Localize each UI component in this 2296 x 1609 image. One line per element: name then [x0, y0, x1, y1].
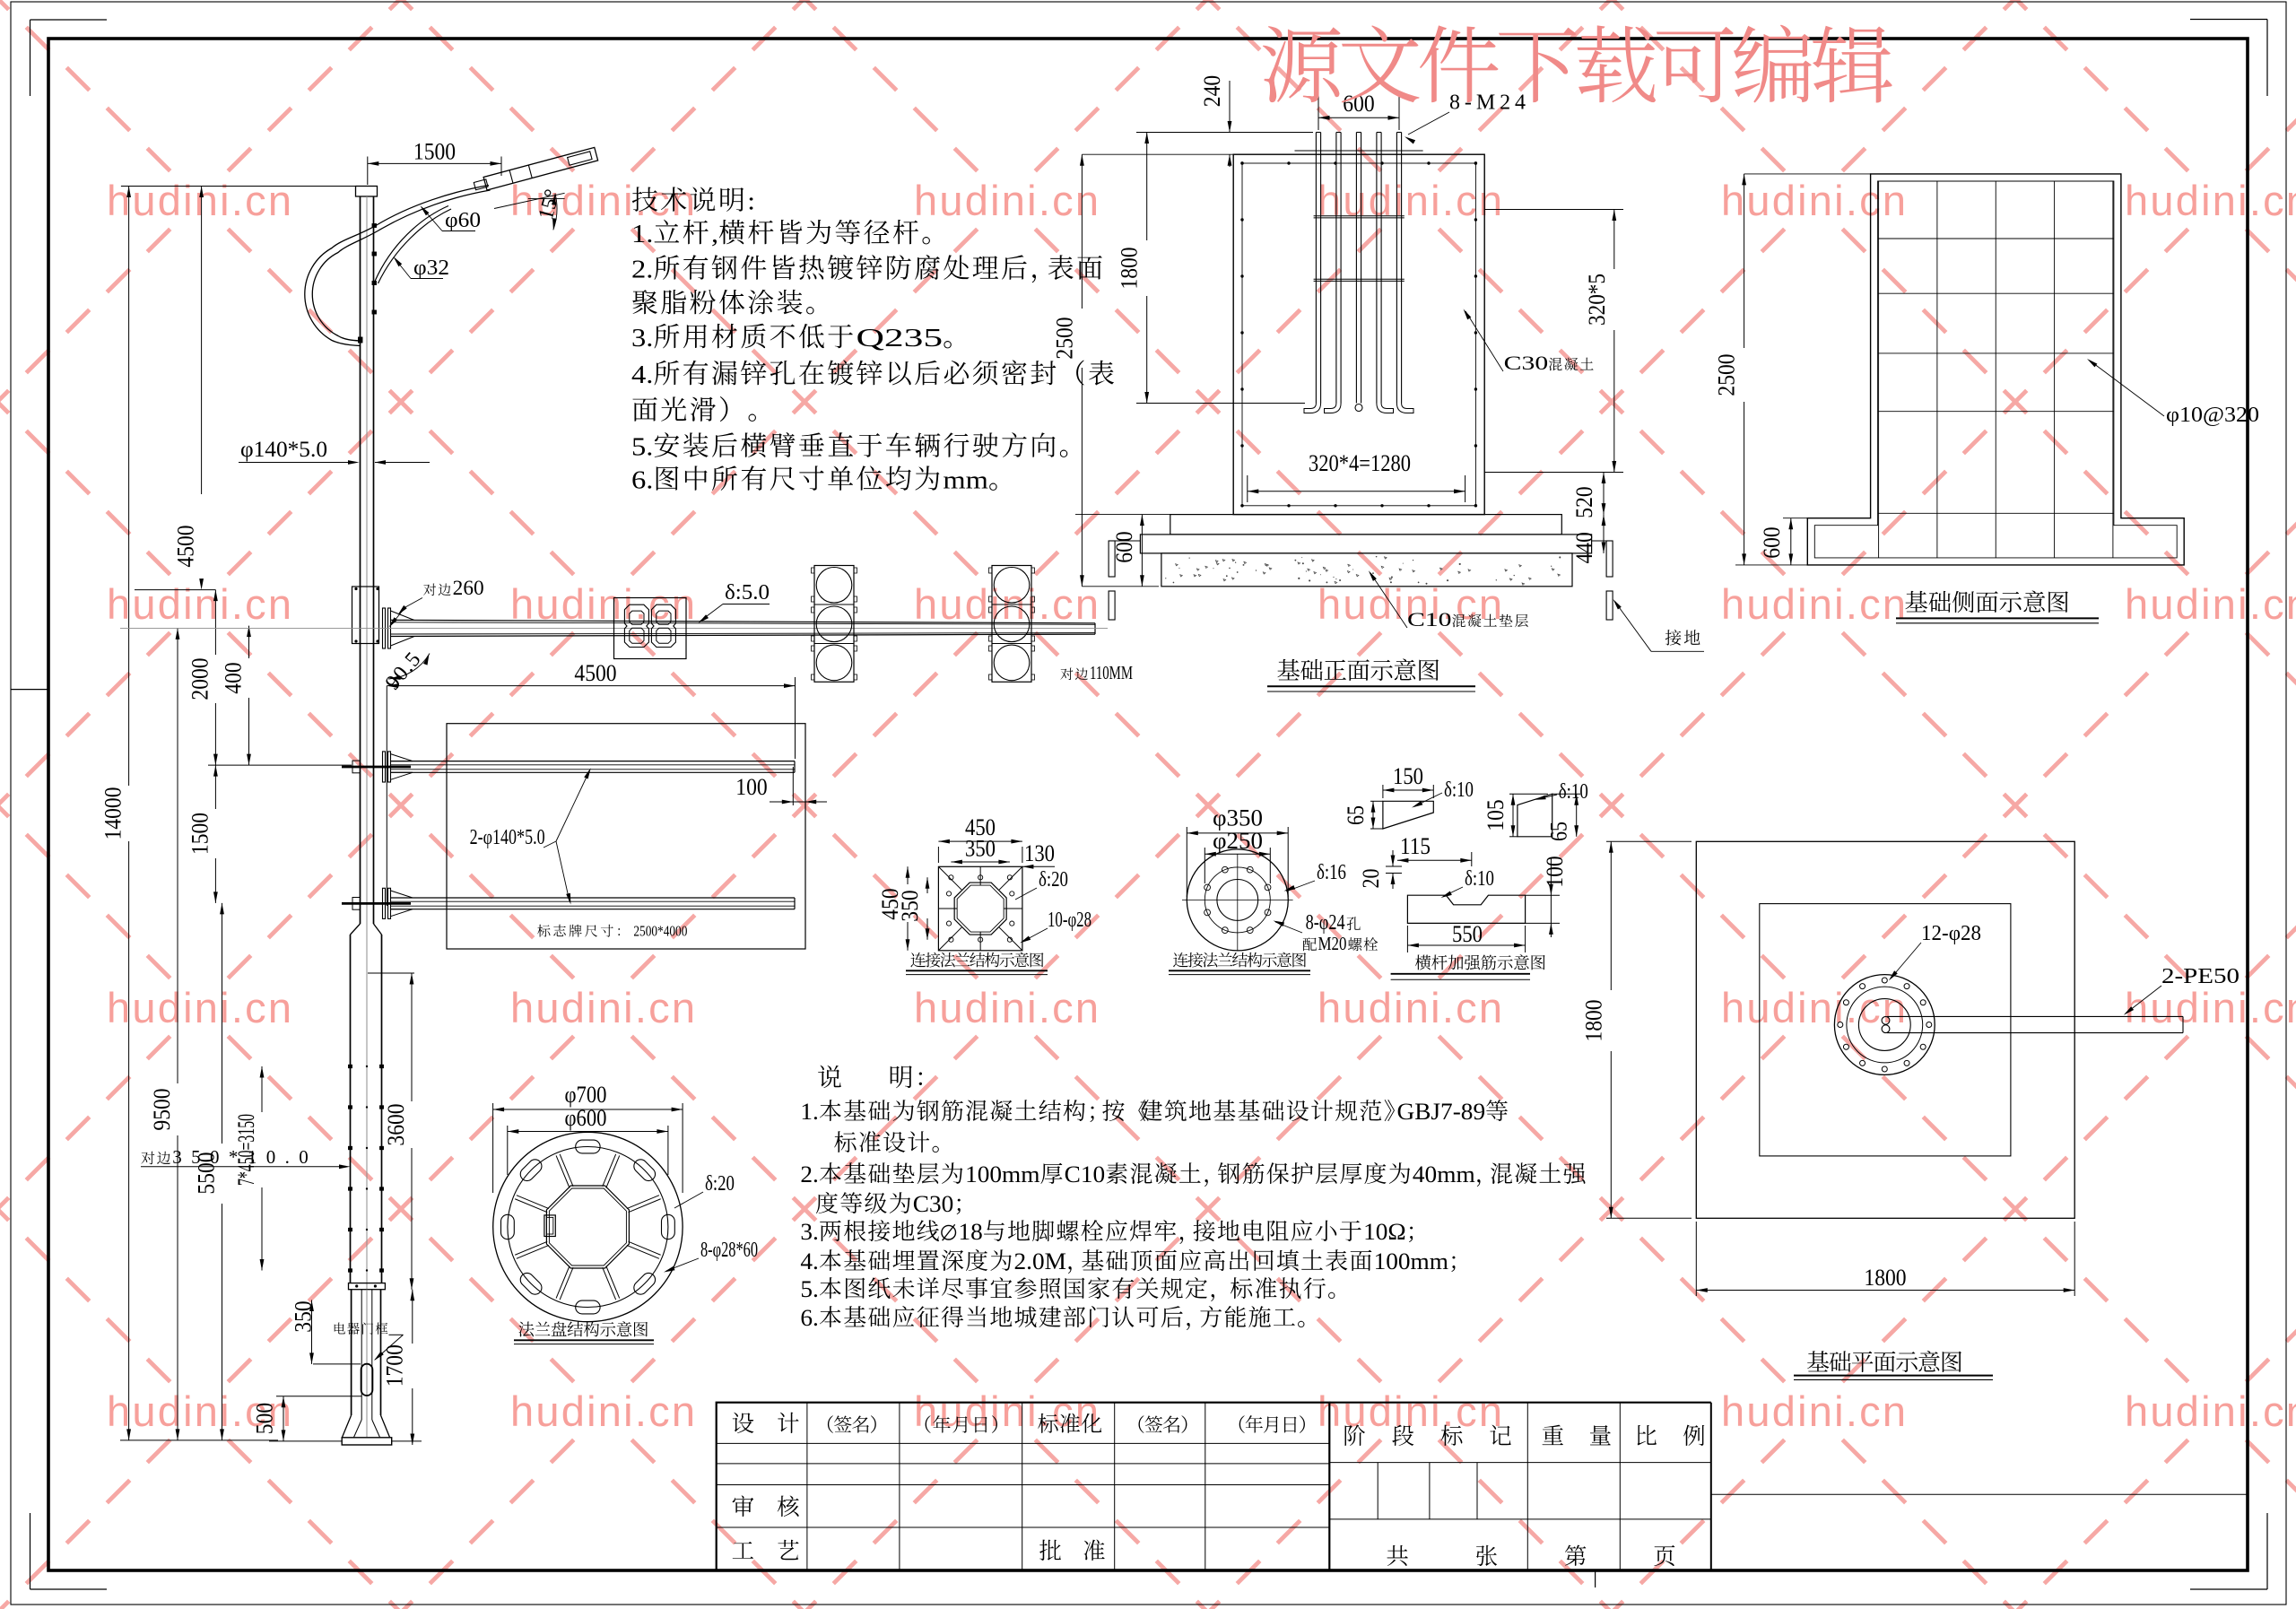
svg-text:2-PE50: 2-PE50	[2161, 965, 2239, 988]
svg-text:5500: 5500	[194, 1152, 220, 1194]
svg-text:450: 450	[965, 814, 996, 840]
svg-text:350: 350	[291, 1300, 317, 1332]
svg-text:2500: 2500	[1714, 353, 1740, 396]
svg-text:1.: 1.	[631, 220, 653, 248]
svg-text:1800: 1800	[1580, 999, 1606, 1041]
svg-text:5.: 5.	[631, 433, 653, 462]
svg-text:6.: 6.	[800, 1305, 819, 1331]
svg-text:φ10@320: φ10@320	[2166, 404, 2259, 427]
svg-text:δ:5.0: δ:5.0	[725, 581, 770, 604]
svg-text:260: 260	[453, 577, 484, 599]
svg-text:Q235: Q235	[857, 324, 944, 352]
svg-text:4.: 4.	[631, 361, 653, 389]
svg-text:4.: 4.	[800, 1248, 819, 1274]
svg-text:2.: 2.	[631, 256, 653, 284]
svg-text:3.: 3.	[631, 324, 653, 352]
svg-text:4500: 4500	[574, 660, 616, 686]
svg-text:φ250: φ250	[1213, 828, 1263, 854]
svg-text:1700: 1700	[382, 1344, 408, 1387]
svg-text:110MM: 110MM	[1090, 662, 1133, 683]
svg-text:3.: 3.	[800, 1219, 819, 1245]
svg-text:65: 65	[1343, 805, 1369, 825]
svg-text:100mm: 100mm	[965, 1161, 1039, 1187]
svg-text:100: 100	[735, 774, 767, 800]
svg-text:2-φ140*5.0: 2-φ140*5.0	[470, 826, 545, 849]
svg-text:C10: C10	[1407, 608, 1452, 631]
svg-text:12-φ28: 12-φ28	[1921, 922, 1981, 945]
svg-text:10-φ28: 10-φ28	[1048, 909, 1091, 932]
svg-text:450: 450	[877, 888, 903, 919]
svg-text:φ140*5.0: φ140*5.0	[240, 438, 327, 462]
svg-text:150: 150	[1393, 763, 1423, 789]
svg-text:100: 100	[1542, 856, 1568, 887]
svg-text::: :	[747, 187, 755, 216]
svg-text:δ:16: δ:16	[1317, 861, 1346, 884]
svg-text:1500: 1500	[187, 813, 213, 855]
svg-text:5.: 5.	[800, 1276, 819, 1302]
svg-text:δ:20: δ:20	[1039, 868, 1068, 891]
svg-text:2.0M: 2.0M	[1014, 1248, 1066, 1274]
svg-text:δ:10: δ:10	[1444, 778, 1474, 802]
svg-text:C10: C10	[1065, 1161, 1106, 1187]
svg-text:δ:10: δ:10	[1465, 867, 1494, 891]
svg-text:320*4=1280: 320*4=1280	[1309, 450, 1411, 476]
svg-text:115: 115	[1400, 833, 1431, 859]
svg-text:2.: 2.	[800, 1161, 819, 1187]
svg-text:mm: mm	[943, 466, 988, 495]
svg-text:8-M24: 8-M24	[1449, 91, 1530, 115]
svg-text:C30: C30	[1504, 352, 1549, 374]
svg-text:6.: 6.	[631, 466, 653, 495]
svg-text:20: 20	[1358, 869, 1384, 889]
svg-text:240: 240	[1199, 75, 1225, 107]
svg-text:φ350: φ350	[1213, 805, 1263, 831]
svg-text:400: 400	[221, 662, 247, 693]
svg-text:320*5: 320*5	[1584, 274, 1610, 326]
svg-text:δ:10: δ:10	[1559, 780, 1588, 804]
svg-text:φ700: φ700	[565, 1082, 607, 1108]
svg-text:500: 500	[252, 1403, 278, 1434]
svg-text:3600: 3600	[383, 1103, 409, 1145]
svg-text:600: 600	[1759, 526, 1785, 558]
svg-text:18: 18	[959, 1219, 983, 1245]
svg-text:14000: 14000	[100, 787, 126, 840]
svg-text:φ600: φ600	[565, 1105, 607, 1131]
svg-text:M20: M20	[1318, 933, 1347, 954]
svg-text:350: 350	[897, 890, 923, 921]
svg-text:,: ,	[711, 220, 718, 248]
svg-text:520: 520	[1571, 486, 1597, 517]
svg-text:C30: C30	[913, 1191, 954, 1217]
svg-text:2500*4000: 2500*4000	[633, 923, 687, 940]
svg-text:4500: 4500	[173, 525, 199, 567]
svg-text:1800: 1800	[1117, 247, 1143, 289]
svg-text:φ60: φ60	[445, 209, 481, 232]
svg-text:10Ω: 10Ω	[1363, 1219, 1406, 1245]
svg-text:7*450=3150: 7*450=3150	[233, 1114, 259, 1186]
svg-text:2500: 2500	[1051, 317, 1077, 359]
svg-text:350: 350	[965, 836, 996, 862]
svg-text:1.: 1.	[800, 1099, 819, 1125]
svg-text:8-φ28*60: 8-φ28*60	[700, 1239, 758, 1262]
svg-text:105: 105	[1483, 799, 1509, 831]
svg-text:GBJ7-89: GBJ7-89	[1397, 1099, 1486, 1125]
svg-text:65: 65	[1546, 822, 1572, 841]
svg-text:550: 550	[1452, 921, 1483, 947]
svg-text:1500: 1500	[413, 139, 456, 165]
svg-text:1800: 1800	[1864, 1265, 1906, 1291]
svg-text:350*10.0: 350*10.0	[172, 1146, 317, 1168]
svg-text:φ32: φ32	[413, 257, 449, 280]
svg-text:δ:20: δ:20	[705, 1172, 735, 1196]
svg-text:130: 130	[1024, 840, 1055, 866]
svg-text:9500: 9500	[149, 1088, 175, 1130]
svg-text:600: 600	[1111, 531, 1137, 562]
svg-text:100mm: 100mm	[1374, 1248, 1448, 1274]
svg-text:440: 440	[1571, 532, 1597, 563]
svg-text:2000: 2000	[187, 657, 213, 700]
svg-text:40mm: 40mm	[1413, 1161, 1475, 1187]
svg-text:8-φ24: 8-φ24	[1306, 911, 1345, 935]
